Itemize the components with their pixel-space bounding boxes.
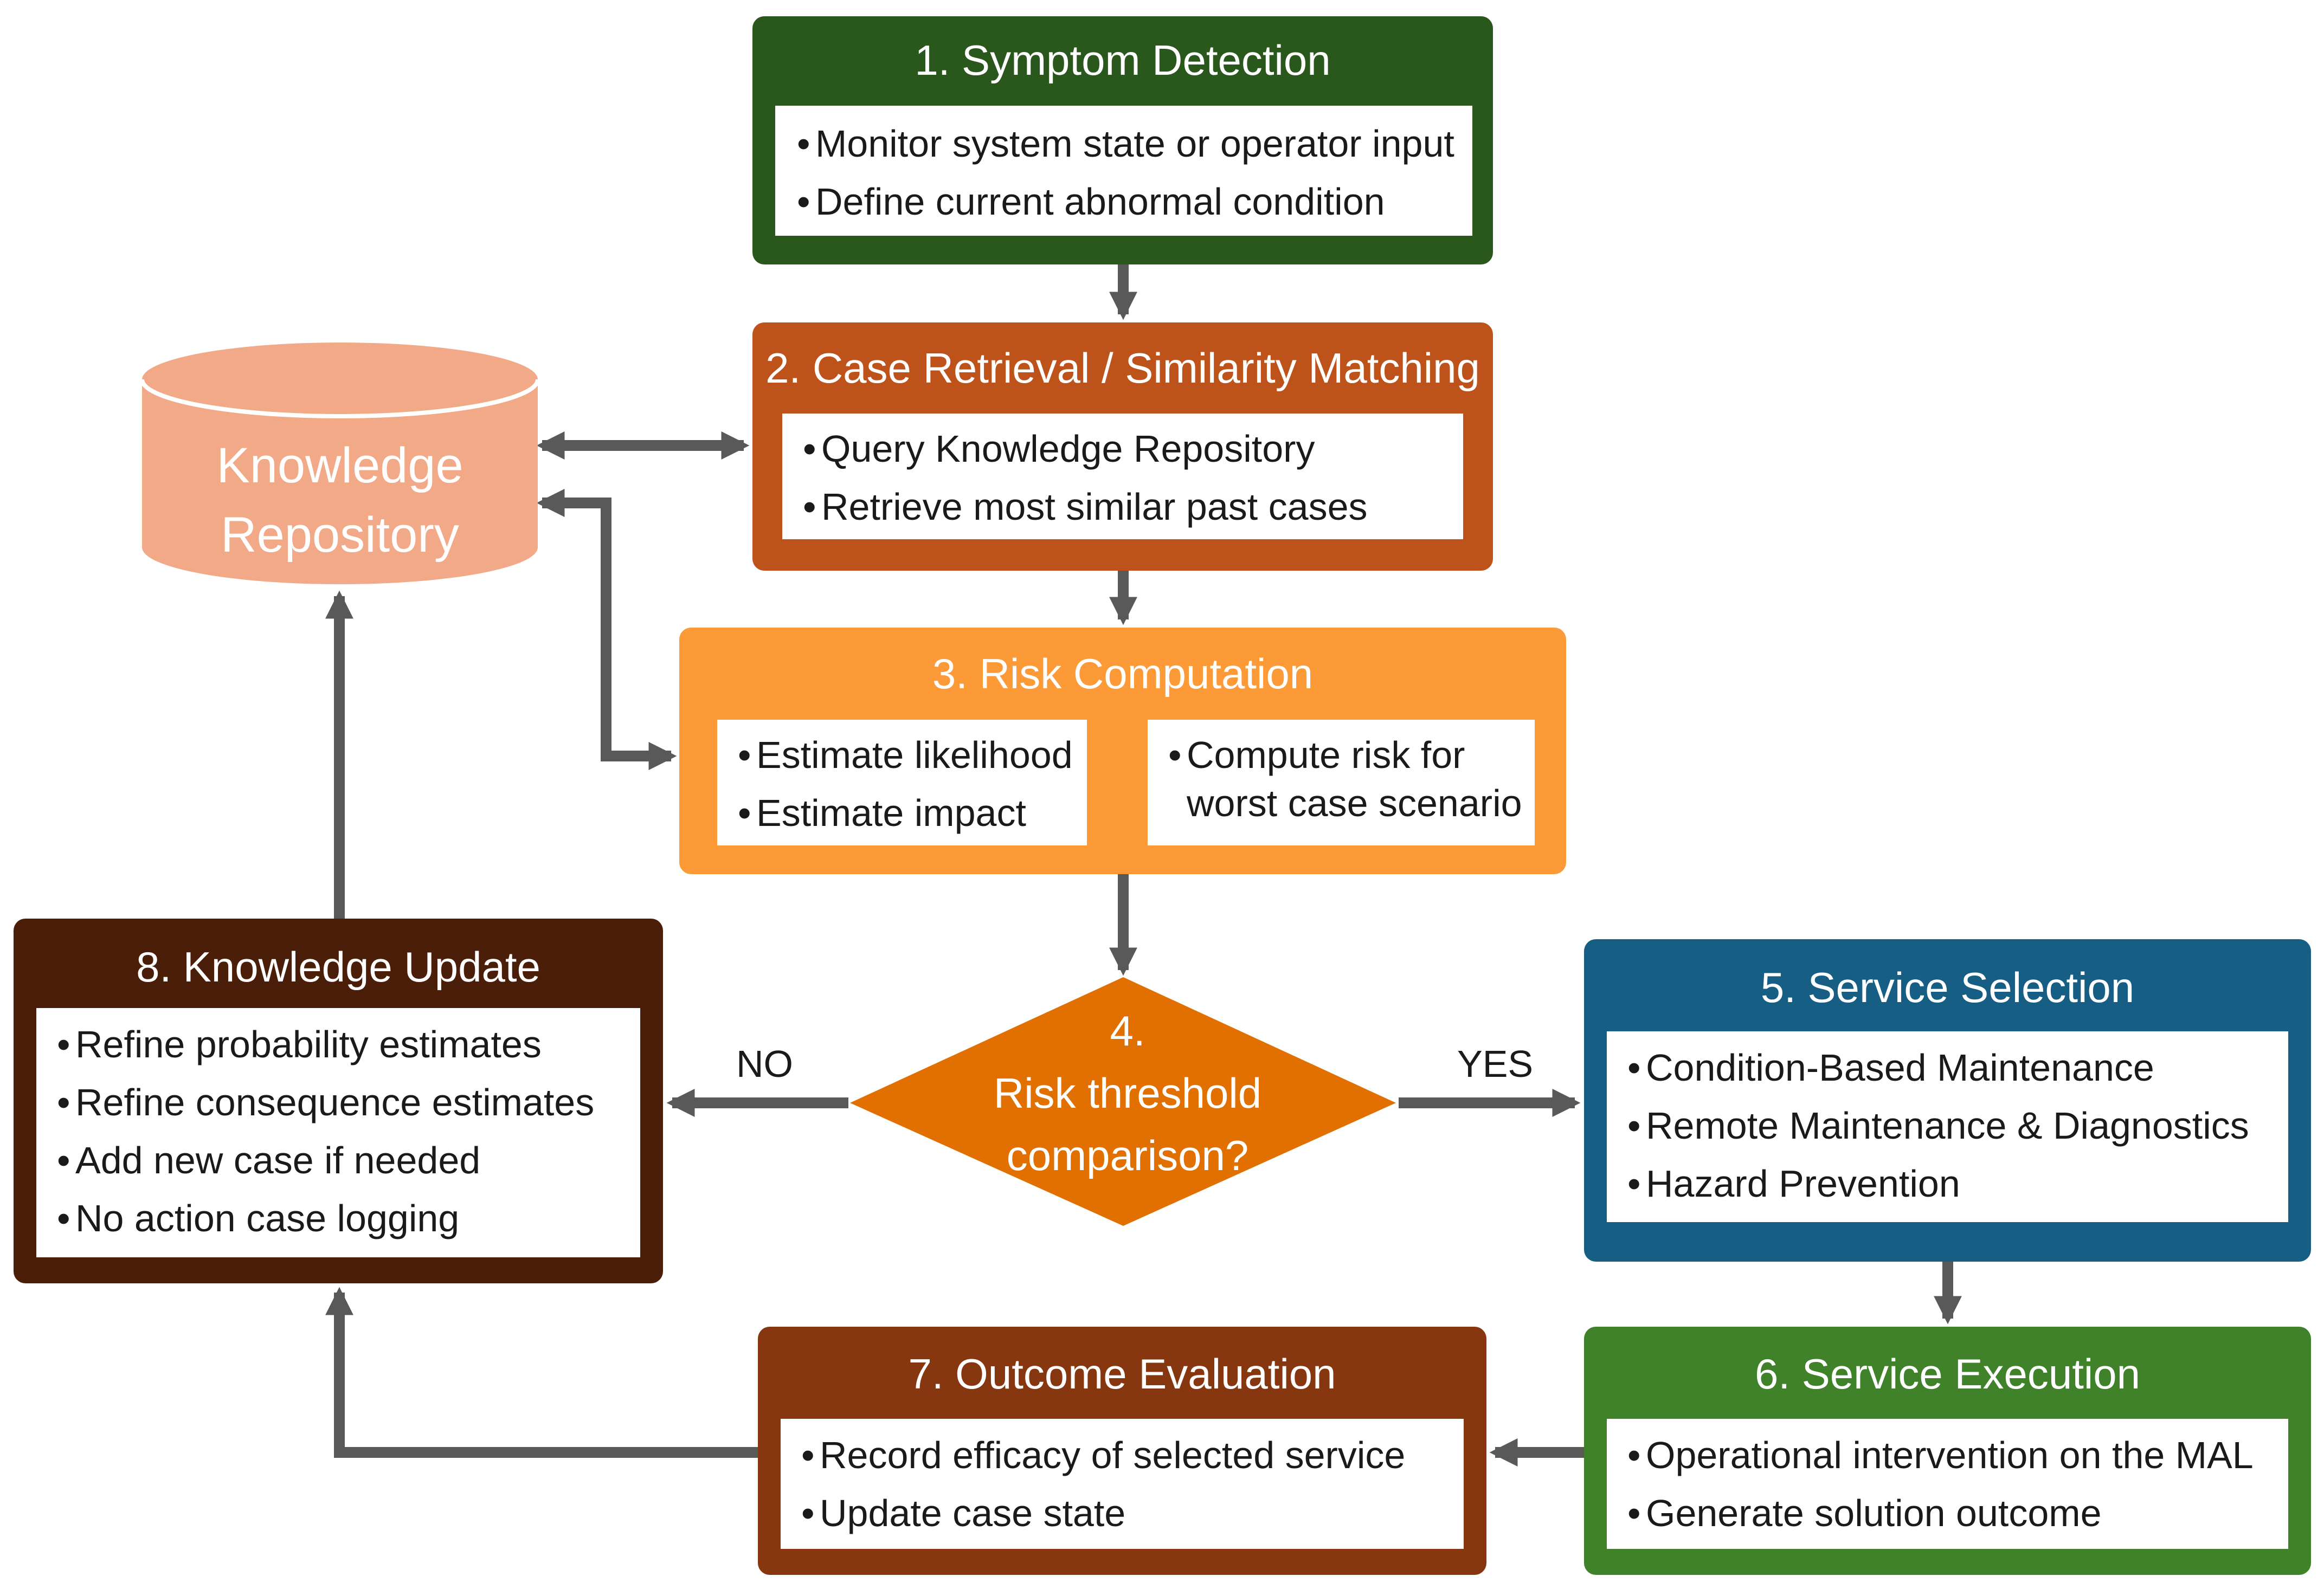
step-details: Record efficacy of selected service Upda…: [781, 1419, 1464, 1549]
step-title: 7. Outcome Evaluation: [908, 1350, 1336, 1398]
list-item: Define current abnormal condition: [797, 183, 1472, 221]
knowledge-repository-cylinder: [140, 343, 540, 584]
step-service-selection: 5. Service Selection Condition-Based Mai…: [1584, 939, 2311, 1262]
step-details: Refine probability estimates Refine cons…: [36, 1008, 640, 1257]
list-item: Record efficacy of selected service: [801, 1436, 1464, 1474]
step-title: 1. Symptom Detection: [915, 36, 1331, 84]
branch-label-yes: YES: [1457, 1043, 1534, 1085]
arrow-step7-to-step8: [325, 1287, 758, 1458]
list-item: Compute risk for worst case scenario: [1168, 736, 1535, 822]
repository-label: Knowledge Repository: [142, 431, 538, 570]
step-service-execution: 6. Service Execution Operational interve…: [1584, 1327, 2311, 1575]
step-details: Operational intervention on the MAL Gene…: [1607, 1419, 2288, 1549]
list-item: Query Knowledge Repository: [803, 430, 1463, 468]
decision-line1: Risk threshold: [993, 1069, 1262, 1117]
list-item: Condition-Based Maintenance: [1627, 1049, 2288, 1087]
step-symptom-detection: 1. Symptom Detection Monitor system stat…: [752, 16, 1493, 264]
list-item: Monitor system state or operator input: [797, 125, 1472, 163]
list-item: Estimate likelihood: [738, 736, 1087, 774]
list-item: Remote Maintenance & Diagnostics: [1627, 1107, 2288, 1145]
list-item: Refine probability estimates: [57, 1025, 640, 1063]
step-details: Condition-Based Maintenance Remote Maint…: [1607, 1031, 2288, 1222]
step-title: 6. Service Execution: [1754, 1350, 2141, 1398]
list-item: Refine consequence estimates: [57, 1083, 640, 1121]
step-title: 2. Case Retrieval / Similarity Matching: [765, 344, 1480, 392]
arrow-repository-step3: [536, 489, 677, 770]
decision-line2: comparison?: [1006, 1132, 1249, 1179]
step-title: 8. Knowledge Update: [136, 943, 540, 991]
list-item-line2: worst case scenario: [1187, 782, 1522, 824]
likelihood-impact-panel: Estimate likelihood Estimate impact: [717, 720, 1087, 845]
list-item: Add new case if needed: [57, 1141, 640, 1179]
list-item: Update case state: [801, 1494, 1464, 1532]
repository-label-line1: Knowledge: [216, 438, 463, 493]
step-outcome-evaluation: 7. Outcome Evaluation Record efficacy of…: [758, 1327, 1486, 1575]
decision-number: 4.: [1110, 1007, 1145, 1055]
list-item: Hazard Prevention: [1627, 1165, 2288, 1203]
repository-label-line2: Repository: [221, 507, 459, 563]
decision-diamond: [850, 977, 1396, 1226]
step-title: 3. Risk Computation: [932, 650, 1314, 697]
step-details: Monitor system state or operator input D…: [775, 106, 1472, 236]
list-item: Estimate impact: [738, 794, 1087, 832]
list-item: Retrieve most similar past cases: [803, 488, 1463, 526]
list-item: No action case logging: [57, 1199, 640, 1237]
list-item-line1: Compute risk for: [1187, 734, 1465, 776]
step-title: 5. Service Selection: [1760, 964, 2135, 1011]
list-item: Generate solution outcome: [1627, 1494, 2288, 1532]
decision-label: 4. Risk threshold comparison?: [922, 1000, 1334, 1187]
branch-label-no: NO: [736, 1043, 793, 1085]
step-details: Query Knowledge Repository Retrieve most…: [782, 414, 1463, 539]
risk-result-panel: Compute risk for worst case scenario: [1148, 720, 1535, 845]
step-risk-computation: 3. Risk Computation Estimate likelihood …: [679, 628, 1566, 874]
step-knowledge-update: 8. Knowledge Update Refine probability e…: [14, 919, 663, 1283]
list-item: Operational intervention on the MAL: [1627, 1436, 2288, 1474]
step-case-retrieval: 2. Case Retrieval / Similarity Matching …: [752, 322, 1493, 571]
